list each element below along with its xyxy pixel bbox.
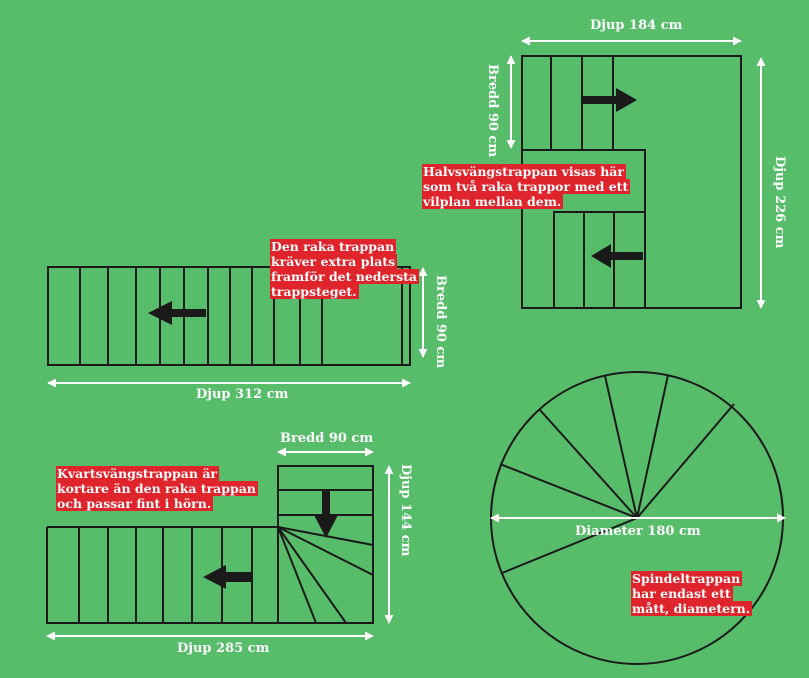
quarter-turn-winder	[277, 526, 347, 624]
arrow-down-icon	[314, 491, 338, 538]
quarter-turn-depth-label: Djup 285 cm	[177, 641, 270, 656]
arrow-left-icon	[148, 301, 206, 325]
quarter-turn-winder	[277, 526, 374, 576]
spiral-step	[636, 403, 735, 519]
quarter-turn-stair	[46, 465, 374, 624]
spiral-step	[501, 517, 638, 574]
note-line: kortare än den raka trappan	[56, 481, 258, 496]
half-turn-depth-right-label: Djup 226 cm	[772, 156, 787, 249]
note-line: vilplan mellan dem.	[422, 194, 564, 209]
straight-note: Den raka trappan kräver extra plats fram…	[270, 239, 419, 299]
note-line: har endast ett	[631, 586, 733, 601]
half-turn-note: Halvsvängstrappan visas här som två raka…	[422, 164, 631, 209]
spiral-note: Spindeltrappan har endast ett mått, diam…	[631, 571, 753, 616]
spiral-step	[604, 375, 638, 519]
note-line: Den raka trappan	[270, 239, 397, 254]
quarter-turn-note: Kvartsvängstrappan är kortare än den rak…	[56, 466, 258, 511]
arrow-left-icon	[591, 244, 643, 268]
spiral-diameter-label: Diameter 180 cm	[575, 524, 701, 539]
half-turn-stair	[521, 55, 742, 309]
quarter-turn-winder	[277, 526, 317, 624]
spiral-step	[539, 409, 638, 519]
quarter-turn-depth-right-label: Djup 144 cm	[398, 464, 413, 557]
half-turn-depth-label: Djup 184 cm	[590, 18, 683, 33]
note-line: mått, diametern.	[631, 601, 753, 616]
half-turn-direction-arrows	[582, 88, 643, 268]
half-turn-divider	[522, 149, 646, 308]
note-line: trappsteget.	[270, 284, 359, 299]
note-line: Kvartsvängstrappan är	[56, 466, 220, 481]
note-line: som två raka trappor med ett	[422, 179, 631, 194]
note-line: framför det nedersta	[270, 269, 419, 284]
arrow-right-icon	[582, 88, 637, 112]
straight-depth-label: Djup 312 cm	[196, 387, 289, 402]
note-line: och passar fint i hörn.	[56, 496, 214, 511]
dimension-lines	[46, 36, 786, 641]
note-line: kräver extra plats	[270, 254, 398, 269]
note-line: Halvsvängstrappan visas här	[422, 164, 626, 179]
quarter-turn-width-label: Bredd 90 cm	[280, 431, 374, 446]
note-line: Spindeltrappan	[631, 571, 743, 586]
spiral-step	[499, 463, 638, 519]
arrow-left-icon	[203, 565, 252, 589]
straight-width-label: Bredd 90 cm	[433, 275, 448, 369]
quarter-turn-direction-arrows	[203, 491, 338, 589]
spiral-step	[636, 374, 669, 519]
half-turn-width-label: Bredd 90 cm	[485, 64, 500, 158]
